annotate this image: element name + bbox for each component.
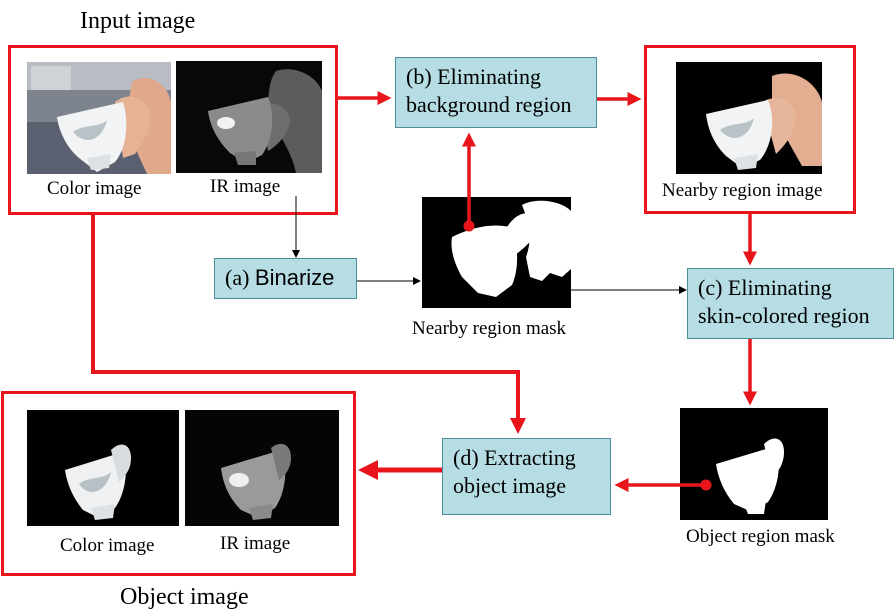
input-image-group	[8, 45, 338, 215]
object-region-mask-label: Object region mask	[686, 526, 835, 547]
step-a-text: Binarize	[254, 265, 335, 290]
mask-source-dot	[463, 220, 475, 232]
step-b-eliminating-background: (b) Eliminating background region	[395, 57, 597, 128]
step-c-line2: skin-colored region	[698, 303, 870, 328]
input-ir-image	[176, 61, 322, 173]
object-region-mask	[680, 408, 828, 520]
object-mask-source-dot	[700, 479, 712, 491]
output-ir-image-label: IR image	[220, 533, 291, 554]
output-color-image	[27, 410, 179, 526]
step-d-extracting-object: (d) Extracting object image	[442, 438, 611, 515]
step-a-binarize: (a) Binarize	[214, 258, 357, 299]
arrow-input-to-d	[91, 215, 526, 434]
nearby-region-mask	[422, 197, 571, 308]
step-b-line2: background region	[406, 92, 572, 117]
object-image-group	[1, 391, 356, 576]
step-c-line1: (c) Eliminating	[698, 275, 832, 300]
step-c-eliminating-skin: (c) Eliminating skin-colored region	[687, 268, 894, 339]
step-b-line1: (b) Eliminating	[406, 64, 542, 89]
step-d-line2: object image	[453, 473, 567, 498]
output-color-image-label: Color image	[60, 535, 155, 556]
input-ir-image-label: IR image	[210, 176, 281, 197]
step-a-prefix: (a)	[225, 265, 255, 290]
input-color-image	[27, 62, 171, 174]
object-image-title: Object image	[120, 584, 249, 610]
nearby-region-image-group	[644, 45, 856, 214]
nearby-region-image	[676, 62, 822, 174]
nearby-region-image-label: Nearby region image	[662, 180, 823, 201]
input-image-title: Input image	[80, 8, 196, 34]
step-d-line1: (d) Extracting	[453, 445, 576, 470]
output-ir-image	[185, 410, 339, 526]
input-color-image-label: Color image	[47, 178, 142, 199]
nearby-region-mask-label: Nearby region mask	[412, 318, 567, 339]
